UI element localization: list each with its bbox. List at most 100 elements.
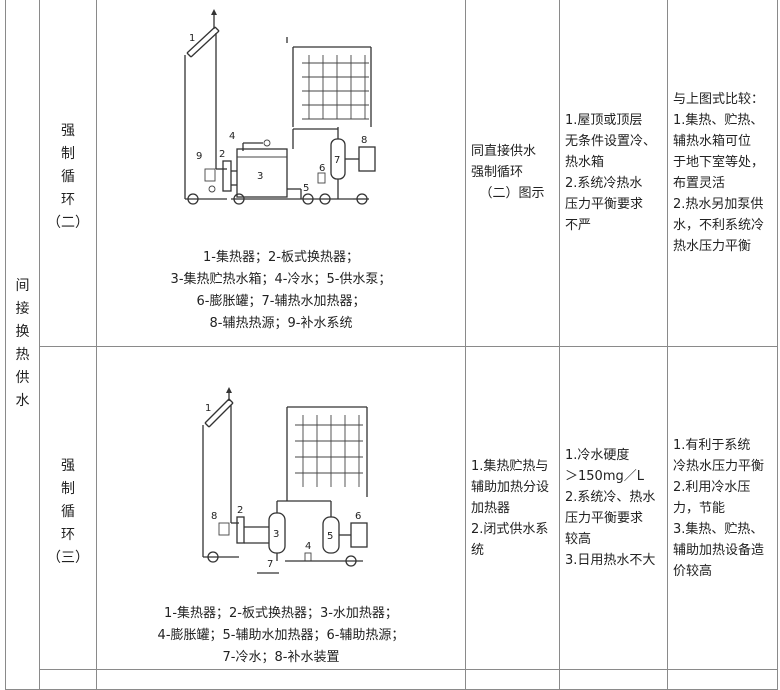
comparison-line: 3.集热、贮热、	[673, 521, 764, 537]
solar-water-system-table: 间 接 换 热 供 水 强 制 循 环 （二） 1	[5, 0, 778, 690]
diagram-number: 8	[361, 135, 367, 146]
legend-line: 3-集热贮热水箱；4-冷水；5-供水泵；	[170, 272, 392, 287]
conditions-line: 压力平衡要求	[565, 196, 644, 212]
diagram-number: 2	[237, 505, 243, 516]
empty-cell	[39, 669, 97, 690]
system-cell: 1.集热贮热与 辅助加热分设 加热器 2.闭式供水系 统	[465, 346, 560, 670]
empty-cell	[465, 669, 560, 690]
mode-char: 强	[61, 123, 75, 139]
system-line: 2.闭式供水系	[471, 521, 549, 537]
mode-char: 环	[61, 192, 75, 208]
conditions-cell: 1.屋顶或顶层 无条件设置冷、 热水箱 2.系统冷热水 压力平衡要求 不严	[559, 0, 668, 347]
legend-line: 4-膨胀罐；5-辅助水加热器；6-辅助热源；	[157, 628, 405, 643]
diagram-cell: 1 2 8 3 7 4	[96, 346, 466, 670]
system-diagram-2: 1 2 8 3 7 4	[202, 387, 368, 574]
conditions-cell: 1.冷水硬度 ＞150mg／L 2.系统冷、热水 压力平衡要求 较高 3.日用热…	[559, 346, 668, 670]
system-line: 加热器	[471, 500, 511, 516]
table-row	[6, 669, 778, 690]
comparison-cell: 1.有利于系统 冷热水压力平衡 2.利用冷水压 力，节能 3.集热、贮热、 辅助…	[667, 346, 778, 670]
system-diagram-1: 1 2 9 3 4	[184, 9, 376, 205]
building-risers	[302, 55, 369, 120]
comparison-line: 于地下室等处，	[673, 154, 765, 170]
diagram-number: 6	[319, 163, 325, 174]
group-label-char: 热	[15, 347, 30, 363]
comparison-cell: 与上图式比较： 1.集热、贮热、 辅热水箱可位 于地下室等处， 布置灵活 2.热…	[667, 0, 778, 347]
system-line: 辅助加热分设	[471, 479, 550, 495]
system-line: 1.集热贮热与	[471, 458, 549, 474]
conditions-line: 3.日用热水不大	[565, 553, 656, 568]
diagram-number: 7	[334, 155, 340, 166]
comparison-line: 水，不利系统冷	[673, 217, 765, 233]
empty-cell	[559, 669, 668, 690]
empty-cell	[667, 669, 778, 690]
diagram-number: 9	[196, 151, 202, 162]
diagram-number: 8	[211, 511, 217, 522]
group-label-char: 接	[15, 301, 30, 317]
group-label-char: 供	[15, 370, 30, 386]
comparison-line: 辅热水箱可位	[673, 133, 752, 149]
diagram-number: 4	[305, 541, 311, 552]
comparison-line: 冷热水压力平衡	[673, 458, 765, 474]
mode-char: 环	[61, 526, 75, 543]
conditions-line: 2.系统冷、热水	[565, 490, 656, 505]
comparison-line: 1.有利于系统	[673, 437, 751, 453]
diagram-number: 1	[205, 403, 211, 414]
system-line: 统	[471, 542, 485, 558]
group-label-char: 间	[15, 278, 30, 294]
diagram-number: 2	[219, 149, 225, 160]
diagram-number: 3	[257, 171, 263, 182]
group-label-cell: 间 接 换 热 供 水	[5, 0, 40, 690]
comparison-line: 辅助加热设备造	[673, 542, 765, 558]
comparison-line: 1.集热、贮热、	[673, 112, 764, 128]
mode-char: 循	[61, 169, 75, 185]
group-label-char: 水	[15, 393, 30, 409]
legend-line: 1-集热器；2-板式换热器；	[203, 250, 359, 265]
comparison-line: 与上图式比较：	[673, 91, 765, 107]
system-line: 强制循环	[471, 165, 524, 180]
legend-line: 8-辅热热源；9-补水系统	[209, 316, 353, 331]
comparison-line: 布置灵活	[673, 175, 726, 191]
system-line: （二）图示	[479, 186, 545, 201]
comparison-line: 2.利用冷水压	[673, 479, 751, 495]
comparison-line: 2.热水另加泵供	[673, 196, 764, 212]
conditions-line: 1.屋顶或顶层	[565, 112, 643, 128]
mode-char: 制	[61, 146, 75, 162]
conditions-line: 不严	[565, 217, 592, 233]
group-label-char: 换	[15, 324, 30, 340]
diagram-number: 1	[189, 33, 195, 44]
conditions-line: 较高	[565, 532, 592, 547]
conditions-line: 1.冷水硬度	[565, 448, 630, 463]
diagram-legend: 1-集热器；2-板式换热器； 3-集热贮热水箱；4-冷水；5-供水泵； 6-膨胀…	[97, 247, 465, 335]
system-line: 同直接供水	[471, 144, 537, 159]
table-row: 间 接 换 热 供 水 强 制 循 环 （二） 1	[5, 0, 778, 690]
legend-line: 6-膨胀罐；7-辅热水加热器；	[196, 294, 366, 309]
diagram-number: 6	[355, 511, 361, 522]
empty-cell	[96, 669, 466, 690]
diagram-cell: 1 2 9 3 4	[96, 0, 466, 347]
conditions-line: 热水箱	[565, 154, 605, 170]
conditions-line: ＞150mg／L	[565, 469, 644, 484]
mode-cell: 强 制 循 环 （三）	[39, 346, 97, 670]
comparison-line: 力，节能	[673, 500, 726, 516]
conditions-line: 2.系统冷热水	[565, 175, 643, 191]
system-cell: 同直接供水 强制循环 （二）图示	[465, 0, 560, 347]
mode-char: （三）	[47, 549, 89, 566]
mode-cell: 强 制 循 环 （二）	[39, 0, 97, 347]
table-row: 强 制 循 环 （三） 1 2	[6, 346, 778, 670]
diagram-number: 4	[229, 131, 235, 142]
mode-char: 循	[61, 503, 75, 520]
conditions-line: 压力平衡要求	[565, 511, 644, 526]
mode-char: 制	[61, 480, 75, 497]
diagram-number: 7	[267, 559, 273, 570]
mode-char: 强	[61, 457, 75, 474]
building-risers	[295, 415, 363, 487]
diagram-number: 3	[273, 529, 279, 540]
legend-line: 1-集热器；2-板式换热器；3-水加热器；	[164, 606, 398, 621]
diagram-number: 5	[327, 531, 333, 542]
mode-char: （二）	[47, 215, 89, 231]
diagram-number: 5	[303, 183, 309, 194]
conditions-line: 无条件设置冷、	[565, 133, 657, 149]
legend-line: 7-冷水；8-补水装置	[222, 650, 340, 665]
comparison-line: 热水压力平衡	[673, 238, 752, 254]
